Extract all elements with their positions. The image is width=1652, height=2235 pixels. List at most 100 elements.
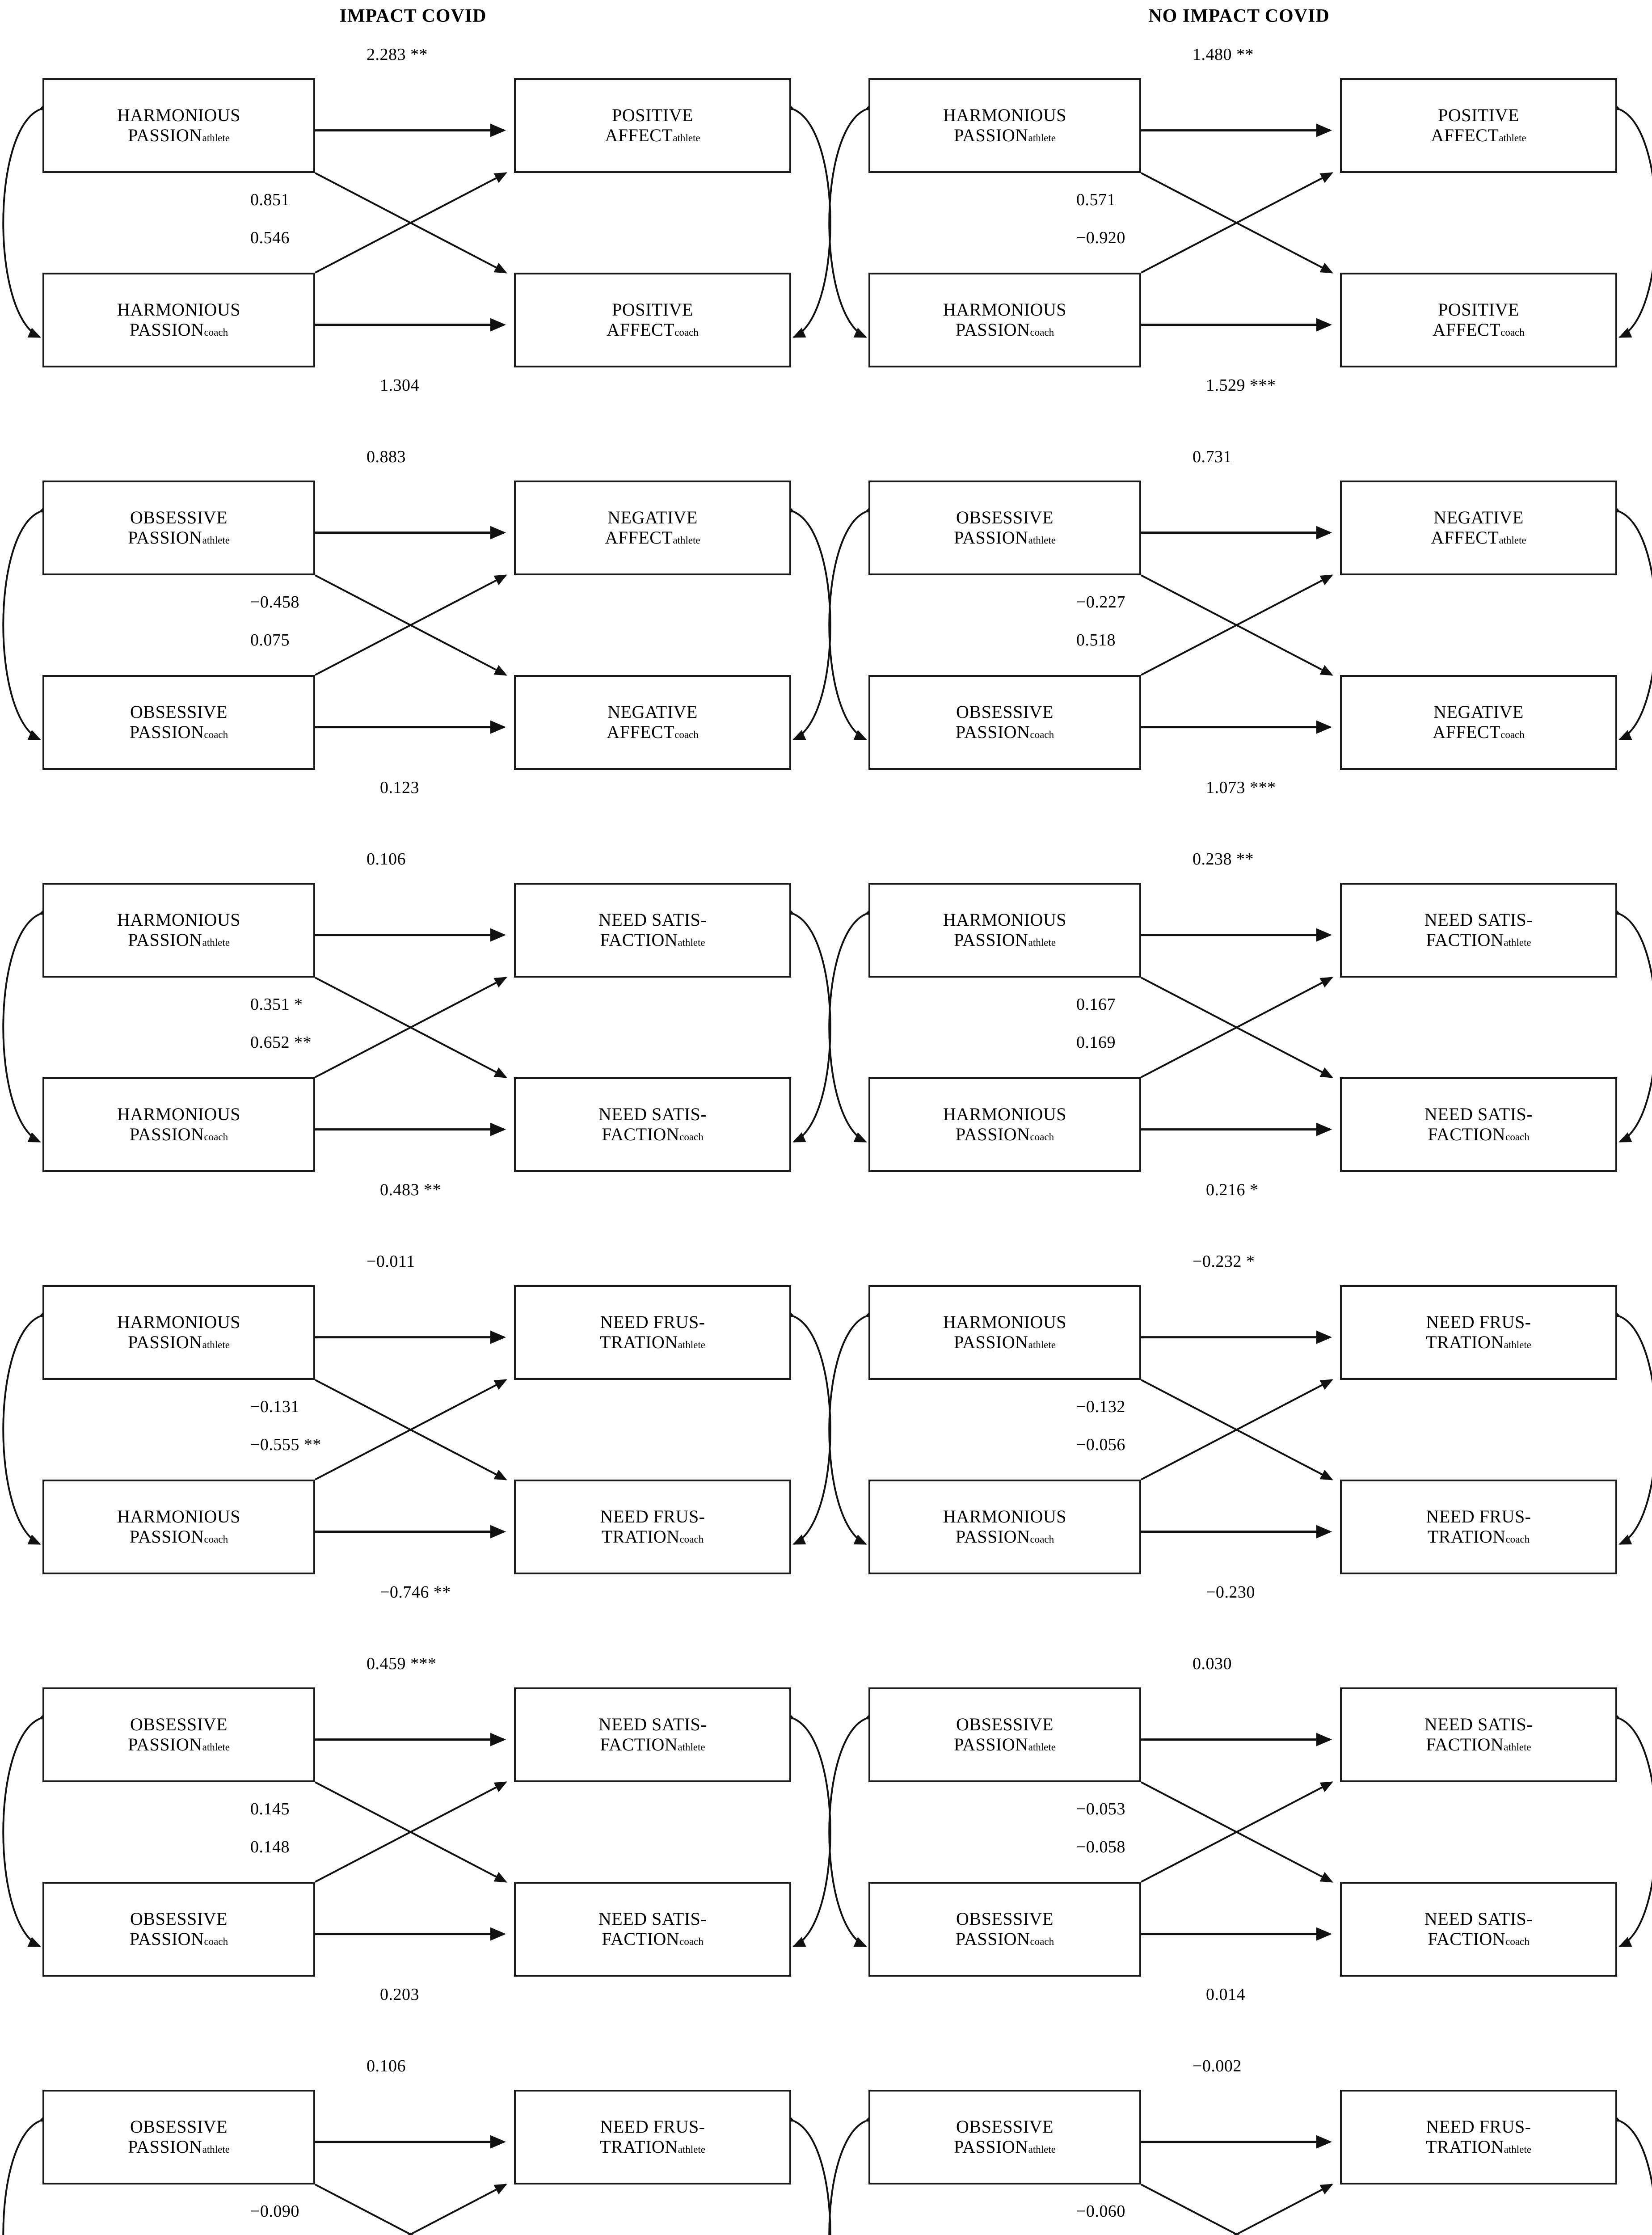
node-outcome-coach: NEED SATIS-FACTIONcoach (1340, 1882, 1617, 1977)
node-line-1: NEGATIVE (1433, 702, 1524, 722)
node-label-subscript: athlete (1499, 132, 1526, 143)
correlation-curve-predictors (828, 905, 878, 1143)
edge-label-actor-coach: 0.014 (1206, 1985, 1245, 2004)
node-line-1: POSITIVE (612, 299, 693, 320)
edge-label-partner-coach-to-athlete: 0.148 (250, 1838, 290, 1856)
node-line-2: FACTIONathlete (600, 930, 705, 950)
correlation-curve-predictors (2, 502, 52, 740)
node-line-2: PASSIONathlete (128, 125, 230, 146)
node-label-main: FACTION (1426, 1734, 1504, 1754)
edge-label-actor-athlete: −0.232 * (1193, 1252, 1255, 1271)
edge-label-partner-athlete-to-coach: −0.227 (1076, 593, 1125, 611)
edge-label-actor-athlete: 0.106 (367, 850, 406, 869)
node-label-subscript: athlete (678, 1339, 705, 1350)
edge-label-actor-athlete: 0.883 (367, 447, 406, 466)
node-label-main: PASSION (128, 125, 202, 145)
node-label-subscript: coach (1030, 729, 1054, 740)
node-label-main: AFFECT (1433, 320, 1501, 340)
edge-label-actor-athlete: −0.011 (367, 1252, 415, 1271)
node-line-2: PASSIONcoach (130, 1929, 228, 1949)
edge-label-partner-coach-to-athlete: 0.546 (250, 228, 290, 247)
correlation-curve-predictors (2, 2112, 52, 2235)
node-label-main: FACTION (1428, 1929, 1506, 1949)
node-label-subscript: coach (1505, 1534, 1530, 1545)
node-line-1: HARMONIOUS (117, 299, 241, 320)
node-label-subscript: athlete (1499, 535, 1526, 546)
node-line-1: NEED SATIS- (598, 1909, 707, 1929)
node-line-1: NEED FRUS- (1426, 2117, 1531, 2137)
node-line-2: PASSIONcoach (956, 320, 1054, 340)
node-label-subscript: athlete (1504, 1742, 1531, 1753)
node-line-2: FACTIONcoach (602, 1929, 704, 1949)
partner-path-coach-to-athlete-arrow (407, 2184, 507, 2235)
edge-label-actor-coach: 1.529 *** (1206, 376, 1276, 395)
node-label-subscript: coach (1505, 1936, 1530, 1947)
edge-label-actor-athlete: 1.480 ** (1193, 45, 1254, 64)
node-label-subscript: coach (679, 1131, 704, 1143)
node-line-2: TRATIONathlete (600, 1332, 705, 1353)
partner-path-coach-to-athlete-arrow (1141, 1379, 1333, 1480)
node-label-subscript: coach (1500, 327, 1525, 338)
partner-path-coach-to-athlete-arrow (315, 977, 507, 1078)
edge-label-actor-athlete: 0.106 (367, 2057, 406, 2075)
node-line-1: HARMONIOUS (117, 910, 241, 930)
node-label-subscript: coach (1500, 729, 1525, 740)
node-label-main: FACTION (602, 1124, 680, 1144)
partner-path-coach-to-athlete-arrow (315, 1781, 507, 1883)
node-label-subscript: coach (679, 1534, 704, 1545)
node-line-2: PASSIONathlete (954, 1332, 1056, 1353)
partner-path-athlete-to-coach-arrow (1141, 2184, 1240, 2235)
node-label-subscript: athlete (1028, 1339, 1056, 1350)
node-label-main: AFFECT (605, 125, 673, 145)
node-line-2: PASSIONcoach (130, 320, 228, 340)
edge-label-actor-coach: 0.123 (380, 778, 419, 797)
node-label-main: PASSION (955, 722, 1030, 742)
edge-label-actor-athlete: 0.238 ** (1193, 850, 1254, 869)
node-label-main: PASSION (955, 1124, 1030, 1144)
edge-label-actor-coach: 0.203 (380, 1985, 419, 2004)
node-label-main: PASSION (129, 1929, 204, 1949)
node-line-1: NEED SATIS- (598, 1714, 707, 1735)
node-line-1: HARMONIOUS (943, 105, 1067, 126)
node-label-main: AFFECT (607, 320, 675, 340)
edge-label-partner-athlete-to-coach: 0.167 (1076, 995, 1116, 1014)
node-label-main: FACTION (602, 1929, 680, 1949)
node-label-main: TRATION (600, 1332, 678, 1352)
correlation-curve-predictors (2, 1709, 52, 1947)
edge-label-actor-coach: 1.073 *** (1206, 778, 1276, 797)
partner-path-coach-to-athlete-arrow (1141, 977, 1333, 1078)
correlation-curve-predictors (2, 100, 52, 338)
node-line-1: HARMONIOUS (943, 1104, 1067, 1125)
node-label-main: PASSION (129, 1527, 204, 1547)
node-label-subscript: coach (1030, 1936, 1054, 1947)
correlation-curve-outcomes (1607, 905, 1652, 1143)
node-line-1: NEED SATIS- (1424, 1714, 1533, 1735)
correlation-curve-outcomes (781, 2112, 831, 2235)
node-line-2: PASSIONathlete (128, 1734, 230, 1755)
node-outcome-coach: NEED SATIS-FACTIONcoach (514, 1077, 791, 1172)
node-label-main: PASSION (954, 527, 1028, 548)
node-line-1: HARMONIOUS (117, 1506, 241, 1527)
node-label-main: PASSION (954, 1734, 1028, 1754)
node-line-2: PASSIONathlete (128, 1332, 230, 1353)
node-line-2: PASSIONcoach (956, 722, 1054, 742)
node-outcome-coach: NEED FRUS-TRATIONcoach (514, 1480, 791, 1574)
node-line-1: OBSESSIVE (956, 507, 1054, 528)
node-line-2: TRATIONathlete (1426, 1332, 1531, 1353)
node-line-1: NEED FRUS- (600, 1312, 705, 1333)
node-line-2: PASSIONathlete (954, 930, 1056, 950)
node-label-subscript: coach (1030, 1534, 1054, 1545)
apim-model-row6-impact: OBSESSIVEPASSIONathleteOBSESSIVEPASSIONc… (0, 2043, 831, 2235)
